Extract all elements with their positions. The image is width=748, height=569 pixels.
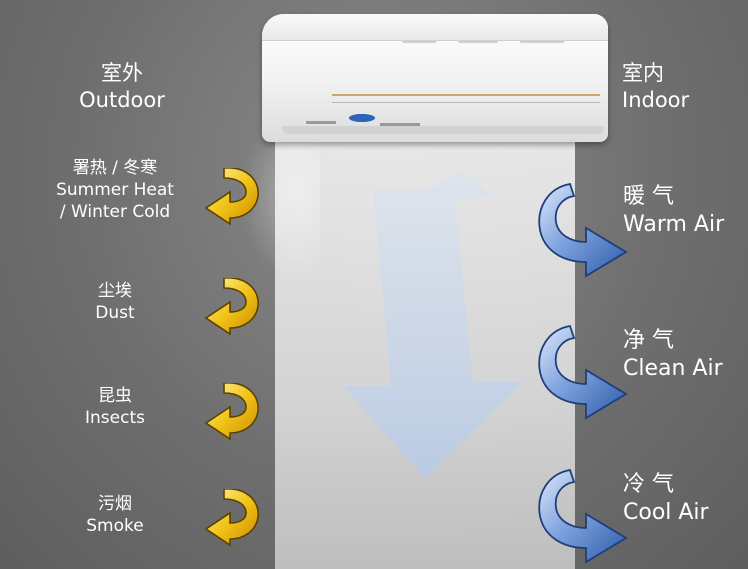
indoor-en: Indoor <box>622 88 690 112</box>
brand-logo <box>346 113 378 123</box>
curved-blue-arrow-icon <box>538 324 628 420</box>
threat-insects: 昆虫 Insects <box>60 385 170 429</box>
airflow-arrow-shape <box>345 170 523 478</box>
benefit-warm-air: 暖 气 Warm Air <box>623 183 724 239</box>
threat-smoke: 污烟 Smoke <box>60 493 170 537</box>
benefit-label-en: Cool Air <box>623 500 709 525</box>
threat-label-zh: 污烟 <box>98 494 132 514</box>
benefit-clean-air: 净 气 Clean Air <box>623 327 723 383</box>
down-arrow-icon <box>345 170 523 478</box>
unit-slot <box>402 40 436 43</box>
unit-top-panel <box>262 14 608 41</box>
curved-blue-arrow-icon <box>538 182 628 278</box>
outdoor-zh: 室外 <box>101 61 143 85</box>
curved-yellow-arrow-icon <box>204 168 259 226</box>
benefit-cool-air: 冷 气 Cool Air <box>623 471 709 527</box>
curved-blue-arrow-icon <box>538 468 628 564</box>
indoor-heading: 室内 Indoor <box>622 60 689 114</box>
threat-label-en: Summer Heat <box>56 180 174 200</box>
threat-label-en: Dust <box>95 303 135 323</box>
benefit-label-en: Clean Air <box>623 356 723 381</box>
outdoor-heading: 室外 Outdoor <box>62 60 182 114</box>
benefit-label-zh: 暖 气 <box>623 184 674 209</box>
air-curtain-unit <box>262 14 608 142</box>
unit-silver-stripe <box>332 102 600 103</box>
threat-label-en: Smoke <box>86 516 144 536</box>
unit-gold-stripe <box>332 94 600 96</box>
unit-air-outlet <box>282 126 604 134</box>
unit-slot <box>458 40 498 43</box>
threat-dust: 尘埃 Dust <box>60 280 170 324</box>
threat-label-en: Insects <box>85 408 145 428</box>
air-curtain-glow <box>240 140 320 280</box>
outdoor-en: Outdoor <box>79 88 165 112</box>
unit-slot <box>520 40 564 43</box>
benefit-label-en: Warm Air <box>623 212 725 237</box>
threat-label-zh: 尘埃 <box>98 281 132 301</box>
benefit-label-zh: 净 气 <box>623 328 674 353</box>
threat-heat-cold: 署热 / 冬寒 Summer Heat / Winter Cold <box>40 157 190 223</box>
benefit-label-zh: 冷 气 <box>623 472 674 497</box>
threat-label-zh: 昆虫 <box>98 386 132 406</box>
threat-label-en: / Winter Cold <box>59 202 171 222</box>
unit-brand-text <box>380 123 420 126</box>
curved-yellow-arrow-icon <box>204 489 259 547</box>
threat-label-zh: 署热 / 冬寒 <box>72 158 158 178</box>
curved-yellow-arrow-icon <box>204 383 259 441</box>
unit-control-panel <box>306 121 336 124</box>
indoor-zh: 室内 <box>622 61 664 85</box>
curved-yellow-arrow-icon <box>204 278 259 336</box>
